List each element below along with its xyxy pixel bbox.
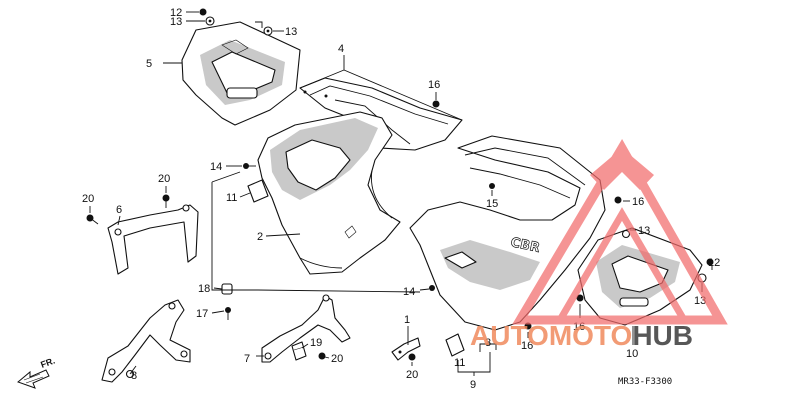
clip-11-left bbox=[247, 179, 269, 203]
clip-11-right bbox=[445, 333, 465, 357]
callout-7: 7 bbox=[244, 353, 250, 365]
watermark-part1: AUTO bbox=[470, 320, 549, 351]
callout-10: 10 bbox=[626, 348, 638, 360]
callout-1: 1 bbox=[404, 314, 410, 326]
callout-16-top: 16 bbox=[428, 79, 440, 91]
bolt-12-top bbox=[186, 8, 215, 26]
svg-text:CBR: CBR bbox=[509, 235, 541, 256]
callout-16-lower-b: 16 bbox=[521, 340, 533, 352]
grommet-18 bbox=[221, 283, 233, 295]
bracket-8 bbox=[101, 299, 191, 383]
callout-8: 8 bbox=[131, 370, 137, 382]
callout-15: 15 bbox=[486, 198, 498, 210]
watermark-part2: MOTO bbox=[549, 320, 632, 351]
callout-20-lower: 20 bbox=[406, 369, 418, 381]
callout-13-top-b: 13 bbox=[285, 26, 297, 38]
callout-9: 9 bbox=[470, 379, 476, 391]
callout-20-left-a: 20 bbox=[82, 193, 94, 205]
callout-17: 17 bbox=[196, 308, 208, 320]
grommet-19 bbox=[291, 341, 307, 361]
callout-11-right: 11 bbox=[454, 357, 465, 369]
direction-label: FR. bbox=[39, 356, 56, 370]
bracket-6 bbox=[107, 204, 199, 275]
callout-20-mid: 20 bbox=[331, 353, 343, 365]
callout-20-left-b: 20 bbox=[158, 173, 170, 185]
washer-13-top bbox=[255, 21, 284, 36]
callout-14-lower: 14 bbox=[403, 286, 415, 298]
part-9-right-cowl: CBR bbox=[409, 135, 606, 331]
part-2-left-cowl bbox=[257, 111, 401, 275]
callout-6: 6 bbox=[116, 204, 122, 216]
callout-5: 5 bbox=[146, 58, 152, 70]
callout-3: 3 bbox=[485, 337, 491, 349]
callout-13-top-a: 13 bbox=[170, 16, 182, 28]
watermark-text: AUTOMOTOHUB bbox=[470, 320, 693, 351]
callout-13-right-a: 13 bbox=[638, 225, 650, 237]
watermark-part3: HUB bbox=[632, 320, 693, 351]
diagram-code: MR33-F3300 bbox=[618, 377, 672, 387]
front-direction-arrow: FR. bbox=[17, 356, 56, 389]
callout-18: 18 bbox=[198, 283, 210, 295]
callout-19: 19 bbox=[310, 337, 322, 349]
part-5-inner-panel bbox=[181, 21, 301, 126]
callout-14-upper: 14 bbox=[210, 161, 222, 173]
stay-1 bbox=[391, 337, 421, 361]
callout-16-right: 16 bbox=[632, 196, 644, 208]
bracket-7 bbox=[261, 294, 351, 363]
svg-text:AUTOMOTOHUB: AUTOMOTOHUB bbox=[470, 320, 693, 351]
watermark-logo bbox=[512, 139, 728, 325]
callout-12-right: 12 bbox=[708, 257, 720, 269]
callout-labels: 12 13 13 5 4 16 14 11 2 20 20 6 15 16 13… bbox=[82, 7, 720, 391]
callout-12-top: 12 bbox=[170, 7, 182, 19]
leader-lines bbox=[89, 55, 713, 376]
callout-2: 2 bbox=[257, 231, 263, 243]
callout-4: 4 bbox=[338, 43, 344, 55]
callout-11-left: 11 bbox=[226, 192, 237, 204]
